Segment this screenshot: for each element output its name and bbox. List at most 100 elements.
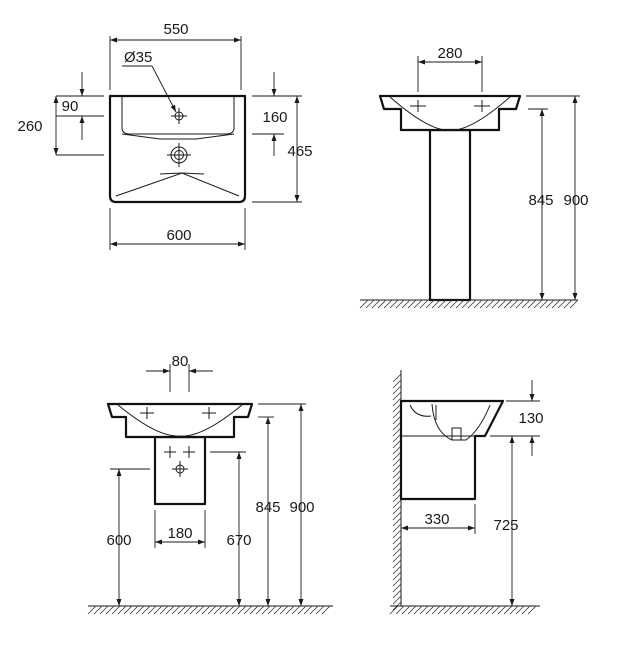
hatch-line xyxy=(401,605,411,615)
hatch-line xyxy=(309,605,319,615)
hatch-line xyxy=(455,605,465,615)
hatch-line xyxy=(392,499,402,509)
hatch-line xyxy=(195,605,205,615)
hatch-line xyxy=(392,451,402,461)
hatch-line xyxy=(407,299,417,309)
label-diameter: Ø35 xyxy=(124,49,152,66)
hatch-line xyxy=(392,577,402,587)
pedestal-column xyxy=(428,128,472,302)
side-view: 130 330 725 xyxy=(389,370,544,615)
hatch-line xyxy=(485,605,495,615)
hatch-line xyxy=(147,605,157,615)
hatch-line xyxy=(105,605,115,615)
hatch-line xyxy=(533,299,543,309)
tap-hole-top xyxy=(171,108,187,124)
hatch-line xyxy=(395,299,405,309)
hatch-line xyxy=(551,299,561,309)
basin-outline-top xyxy=(108,94,247,204)
hatch-line xyxy=(473,299,483,309)
label-900-pedestal: 900 xyxy=(563,192,588,209)
wall-connections-semi xyxy=(164,446,195,477)
hatch-line xyxy=(473,605,483,615)
hatch-line xyxy=(509,605,519,615)
hatch-line xyxy=(479,299,489,309)
label-260: 260 xyxy=(17,118,42,135)
hatch-line xyxy=(521,605,531,615)
hatch-line xyxy=(437,299,447,309)
hatch-line xyxy=(183,605,193,615)
hatch-line xyxy=(392,415,402,425)
hatch-line xyxy=(392,523,402,533)
hatch-line xyxy=(141,605,151,615)
hatch-line xyxy=(383,299,393,309)
hatch-line xyxy=(392,463,402,473)
label-845-pedestal: 845 xyxy=(528,192,553,209)
hatch-line xyxy=(407,605,417,615)
taps-semi xyxy=(140,407,216,419)
hatch-line xyxy=(177,605,187,615)
hatch-line xyxy=(491,605,501,615)
hatch-line xyxy=(392,565,402,575)
hatch-line xyxy=(461,605,471,615)
label-180: 180 xyxy=(167,525,192,542)
hatch-line xyxy=(315,605,325,615)
hatch-line xyxy=(392,541,402,551)
label-130: 130 xyxy=(518,410,543,427)
leader-diameter xyxy=(122,65,177,113)
hatch-line xyxy=(291,605,301,615)
label-670-semi: 670 xyxy=(226,532,251,549)
hatch-line xyxy=(392,553,402,563)
hatch-line xyxy=(93,605,103,615)
floor-pedestal xyxy=(359,299,579,309)
hatch-line xyxy=(123,605,133,615)
hatch-line xyxy=(389,605,399,615)
hatch-line xyxy=(449,299,459,309)
hatch-line xyxy=(479,605,489,615)
hatch-line xyxy=(419,299,429,309)
hatch-line xyxy=(321,605,331,615)
hatch-line xyxy=(392,397,402,407)
semi-pedestal-view: 80 600 180 670 845 900 xyxy=(87,353,333,615)
hatch-line xyxy=(539,299,549,309)
hatch-line xyxy=(189,605,199,615)
dimension-600-semi xyxy=(110,468,150,606)
hatch-line xyxy=(267,605,277,615)
hatch-line xyxy=(461,299,471,309)
hatch-line xyxy=(87,605,97,615)
hatch-line xyxy=(392,559,402,569)
top-view: 550 Ø35 90 260 160 465 600 xyxy=(17,21,313,250)
hatch-line xyxy=(249,605,259,615)
hatch-line xyxy=(392,373,402,383)
hatch-line xyxy=(231,605,241,615)
hatch-line xyxy=(431,299,441,309)
basin-front-pedestal xyxy=(378,94,522,132)
hatch-line xyxy=(392,517,402,527)
dimension-330 xyxy=(401,504,476,534)
basin-side xyxy=(399,399,505,501)
dimension-160-465 xyxy=(252,72,302,203)
hatch-line xyxy=(392,481,402,491)
hatch-line xyxy=(437,605,447,615)
label-160: 160 xyxy=(262,109,287,126)
basin-front-semi xyxy=(106,402,254,439)
hatch-line xyxy=(467,299,477,309)
label-465: 465 xyxy=(287,143,312,160)
hatch-line xyxy=(389,299,399,309)
hatch-line xyxy=(129,605,139,615)
label-280: 280 xyxy=(437,45,462,62)
hatch-line xyxy=(527,299,537,309)
hatch-line xyxy=(392,433,402,443)
hatch-line xyxy=(273,605,283,615)
hatch-line xyxy=(449,605,459,615)
hatch-line xyxy=(117,605,127,615)
hatch-line xyxy=(509,299,519,309)
hatch-line xyxy=(392,427,402,437)
hatch-line xyxy=(285,605,295,615)
dimension-550 xyxy=(109,36,242,90)
hatch-line xyxy=(201,605,211,615)
hatch-line xyxy=(569,299,579,309)
dimension-670-semi xyxy=(210,451,246,606)
pedestal-view: 280 845 900 xyxy=(359,45,589,309)
hatch-line xyxy=(111,605,121,615)
hatch-line xyxy=(365,299,375,309)
